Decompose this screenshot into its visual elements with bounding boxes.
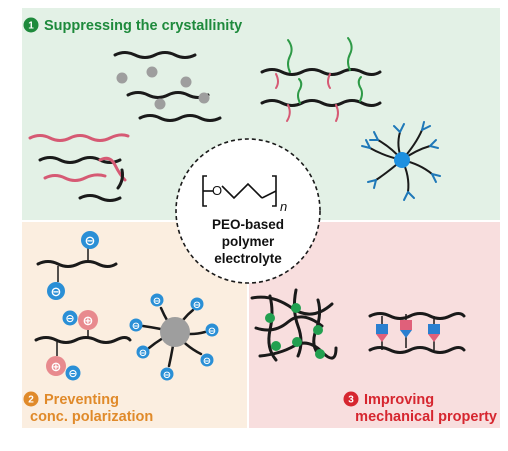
section-2-number-badge	[23, 391, 39, 407]
section-2-heading: 2 Preventing conc. polarization	[23, 391, 153, 425]
svg-text:⊖: ⊖	[153, 296, 161, 307]
center-label-line-1: PEO-based	[212, 217, 284, 232]
section-1-title: Suppressing the crystallinity	[44, 18, 242, 34]
star-polymer-arm-ends	[361, 121, 441, 201]
svg-text:⊖: ⊖	[193, 300, 201, 311]
peo-repeat-unit	[202, 175, 277, 207]
anion-icon	[62, 310, 78, 326]
svg-text:⊕: ⊕	[51, 360, 62, 375]
anion-star-particle: ⊖ ⊖ ⊖ ⊖ ⊖ ⊖ ⊖	[129, 293, 219, 381]
section-3-number: 3	[348, 395, 354, 406]
center-dashed-circle	[175, 138, 321, 284]
svg-text:⊖: ⊖	[68, 367, 77, 380]
cation-tethered-chain: ⊕ ⊖ ⊕ ⊖	[34, 310, 132, 381]
svg-text:⊖: ⊖	[51, 285, 62, 300]
filler-particle-core	[160, 317, 190, 347]
cation-icon	[46, 356, 66, 376]
section-1-number-badge	[23, 17, 39, 33]
section-2-title-line-1: Preventing	[44, 392, 119, 408]
polymer-blend-chains	[28, 133, 130, 202]
svg-text:⊖: ⊖	[85, 234, 96, 249]
section-3-number-badge	[343, 391, 359, 407]
block-linked-chains	[368, 312, 466, 354]
star-polymer-core	[394, 152, 410, 168]
svg-text:⊖: ⊖	[139, 348, 147, 359]
svg-text:⊖: ⊖	[208, 326, 216, 337]
anion-icon	[81, 231, 99, 249]
anion-icon	[47, 282, 65, 300]
svg-text:⊖: ⊖	[203, 356, 211, 367]
repeat-unit-subscript: n	[280, 199, 287, 214]
section-1-number: 1	[28, 21, 34, 32]
center-label-line-3: electrolyte	[214, 251, 282, 266]
filler-dispersed-chains	[113, 51, 222, 122]
cation-icon	[78, 310, 98, 330]
svg-text:⊖: ⊖	[163, 370, 171, 381]
center-label-line-2: polymer	[222, 234, 275, 249]
anion-icon	[65, 365, 81, 381]
section-2-title-line-2: conc. polarization	[30, 409, 153, 425]
grafted-chains	[260, 37, 382, 122]
section-3-title-line-1: Improving	[364, 392, 434, 408]
crosslinked-network	[250, 288, 338, 362]
svg-text:⊖: ⊖	[65, 312, 74, 325]
svg-text:⊕: ⊕	[83, 314, 94, 329]
section-3-title-line-2: mechanical property	[355, 409, 497, 425]
filler-particles	[116, 66, 210, 110]
repeat-unit-oxygen: O	[212, 183, 222, 198]
svg-text:⊖: ⊖	[132, 321, 140, 332]
center-label: O n PEO-based polymer electrolyte	[175, 138, 321, 284]
section-2-number: 2	[28, 395, 34, 406]
anion-tethered-chain-1: ⊖ ⊖	[36, 231, 118, 300]
section-3-heading: 3 Improving mechanical property	[343, 391, 497, 425]
section-1-heading: 1 Suppressing the crystallinity	[23, 17, 242, 34]
